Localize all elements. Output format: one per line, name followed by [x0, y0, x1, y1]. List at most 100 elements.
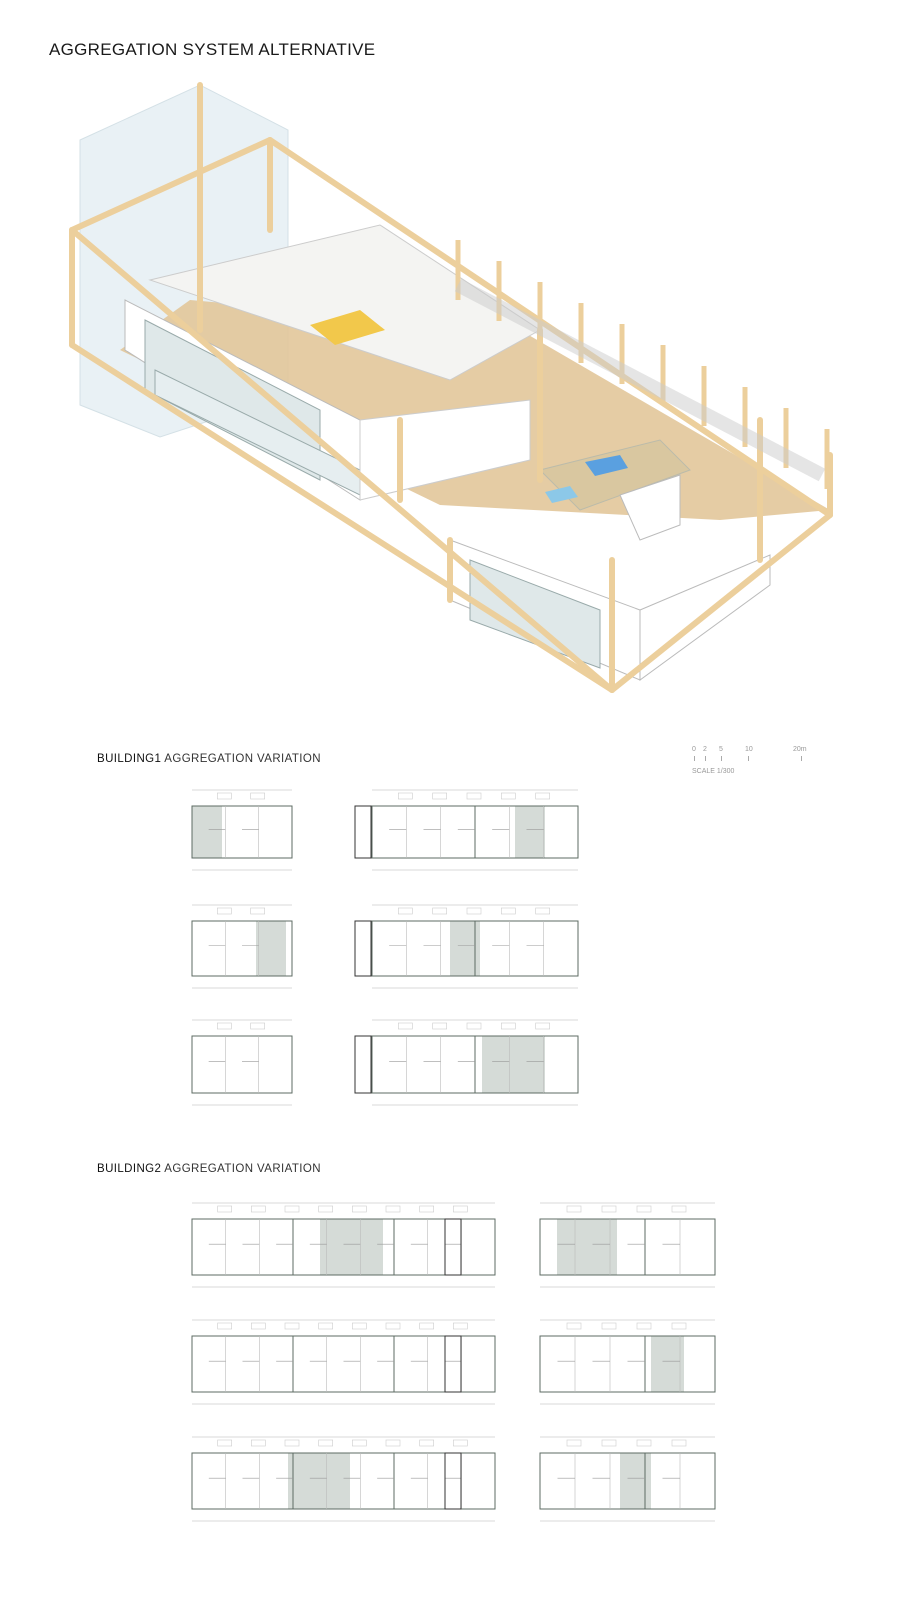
- timber-beam: [69, 227, 615, 693]
- plan-balcony: [318, 1439, 333, 1447]
- shared-bay: [515, 806, 545, 858]
- floor-plan: [354, 789, 579, 871]
- plan-balcony: [432, 1022, 447, 1030]
- floor-plan: [354, 1019, 579, 1106]
- plan-balcony: [566, 1439, 582, 1447]
- plan-balcony: [453, 1439, 468, 1447]
- plan-balcony: [535, 907, 550, 915]
- page-title: AGGREGATION SYSTEM ALTERNATIVE: [49, 40, 376, 59]
- plan-balcony: [601, 1439, 617, 1447]
- plan-balcony: [217, 792, 232, 800]
- plan-balcony: [566, 1322, 582, 1330]
- plan-balcony: [453, 1322, 468, 1330]
- floor-plan: [354, 904, 579, 989]
- plan-balcony: [217, 1439, 232, 1447]
- plan-outline: [539, 1335, 716, 1393]
- scale-tick: [705, 756, 706, 761]
- room-box: [619, 474, 681, 541]
- plan-balcony: [251, 1205, 266, 1213]
- floor-plan: [191, 1019, 293, 1106]
- plan-balcony: [352, 1322, 367, 1330]
- building2-heading: BUILDING2 AGGREGATION VARIATION: [97, 1163, 321, 1175]
- plan-balcony: [601, 1205, 617, 1213]
- plan-balcony: [636, 1439, 652, 1447]
- scale-tick-label: 10: [745, 746, 753, 753]
- plan-outline: [191, 805, 293, 859]
- plan-balcony: [284, 1439, 300, 1447]
- shared-bay: [482, 1036, 545, 1093]
- plan-balcony: [217, 907, 232, 915]
- plan-balcony: [566, 1205, 582, 1213]
- scale-caption: SCALE 1/300: [692, 768, 735, 775]
- plan-outline: [191, 1035, 293, 1094]
- plan-outline: [191, 1218, 496, 1276]
- plan-balcony: [601, 1322, 617, 1330]
- plan-balcony: [217, 1022, 232, 1030]
- scale-tick-label: 0: [692, 746, 696, 753]
- scale-tick: [748, 756, 749, 761]
- plan-balcony: [385, 1439, 401, 1447]
- plan-balcony: [453, 1205, 468, 1213]
- pool-table: [545, 486, 578, 503]
- plan-balcony: [385, 1205, 401, 1213]
- scale-tick: [694, 756, 695, 761]
- plan-balcony: [636, 1205, 652, 1213]
- shared-bay: [256, 921, 286, 976]
- plan-balcony: [318, 1205, 333, 1213]
- plan-balcony: [432, 907, 447, 915]
- floor-plan: [191, 1319, 496, 1405]
- floor-plan: [191, 904, 293, 989]
- floor-plan: [191, 1202, 496, 1288]
- plan-balcony: [217, 1205, 232, 1213]
- plan-balcony: [466, 907, 482, 915]
- plan-balcony: [535, 792, 550, 800]
- scale-tick-label: 20m: [793, 746, 807, 753]
- plan-balcony: [250, 792, 265, 800]
- timber-beam: [69, 137, 273, 233]
- scale-tick: [801, 756, 802, 761]
- plan-balcony: [251, 1322, 266, 1330]
- plan-balcony: [419, 1205, 434, 1213]
- dining-table: [310, 310, 385, 345]
- ping-pong-table: [585, 455, 628, 476]
- plan-balcony: [671, 1322, 687, 1330]
- plan-outline: [191, 920, 293, 977]
- plan-balcony: [466, 792, 482, 800]
- plan-core: [354, 1035, 372, 1094]
- floor-plan: [191, 1436, 496, 1522]
- plan-balcony: [385, 1322, 401, 1330]
- plan-core: [444, 1335, 462, 1393]
- plan-balcony: [501, 1022, 516, 1030]
- building2-heading-rest: AGGREGATION VARIATION: [161, 1163, 321, 1175]
- plan-outline: [191, 1335, 496, 1393]
- timber-beam: [69, 342, 615, 693]
- building1-heading-bold: BUILDING1: [97, 753, 162, 765]
- axonometric-drawing: [69, 82, 833, 693]
- scale-bar: 0 2 5 10 20m SCALE 1/300: [692, 746, 812, 776]
- plan-balcony: [352, 1439, 367, 1447]
- railing: [454, 278, 826, 482]
- plan-balcony: [419, 1322, 434, 1330]
- plan-outline: [539, 1452, 716, 1510]
- plan-core: [444, 1452, 462, 1510]
- plan-balcony: [284, 1322, 300, 1330]
- shared-bay: [651, 1336, 684, 1392]
- plan-balcony: [466, 1022, 482, 1030]
- scale-tick: [721, 756, 722, 761]
- plan-balcony: [318, 1322, 333, 1330]
- floor-plan: [539, 1319, 716, 1405]
- plan-balcony: [501, 792, 516, 800]
- timber-beam: [609, 512, 833, 693]
- shared-bay: [320, 1219, 383, 1275]
- scale-tick-label: 5: [719, 746, 723, 753]
- plan-balcony: [535, 1022, 550, 1030]
- plan-balcony: [419, 1439, 434, 1447]
- plan-balcony: [671, 1439, 687, 1447]
- plan-balcony: [501, 907, 516, 915]
- plan-balcony: [398, 907, 413, 915]
- plan-outline: [191, 1452, 496, 1510]
- shared-bay: [557, 1219, 617, 1275]
- shared-bay: [288, 1453, 350, 1509]
- plan-balcony: [251, 1439, 266, 1447]
